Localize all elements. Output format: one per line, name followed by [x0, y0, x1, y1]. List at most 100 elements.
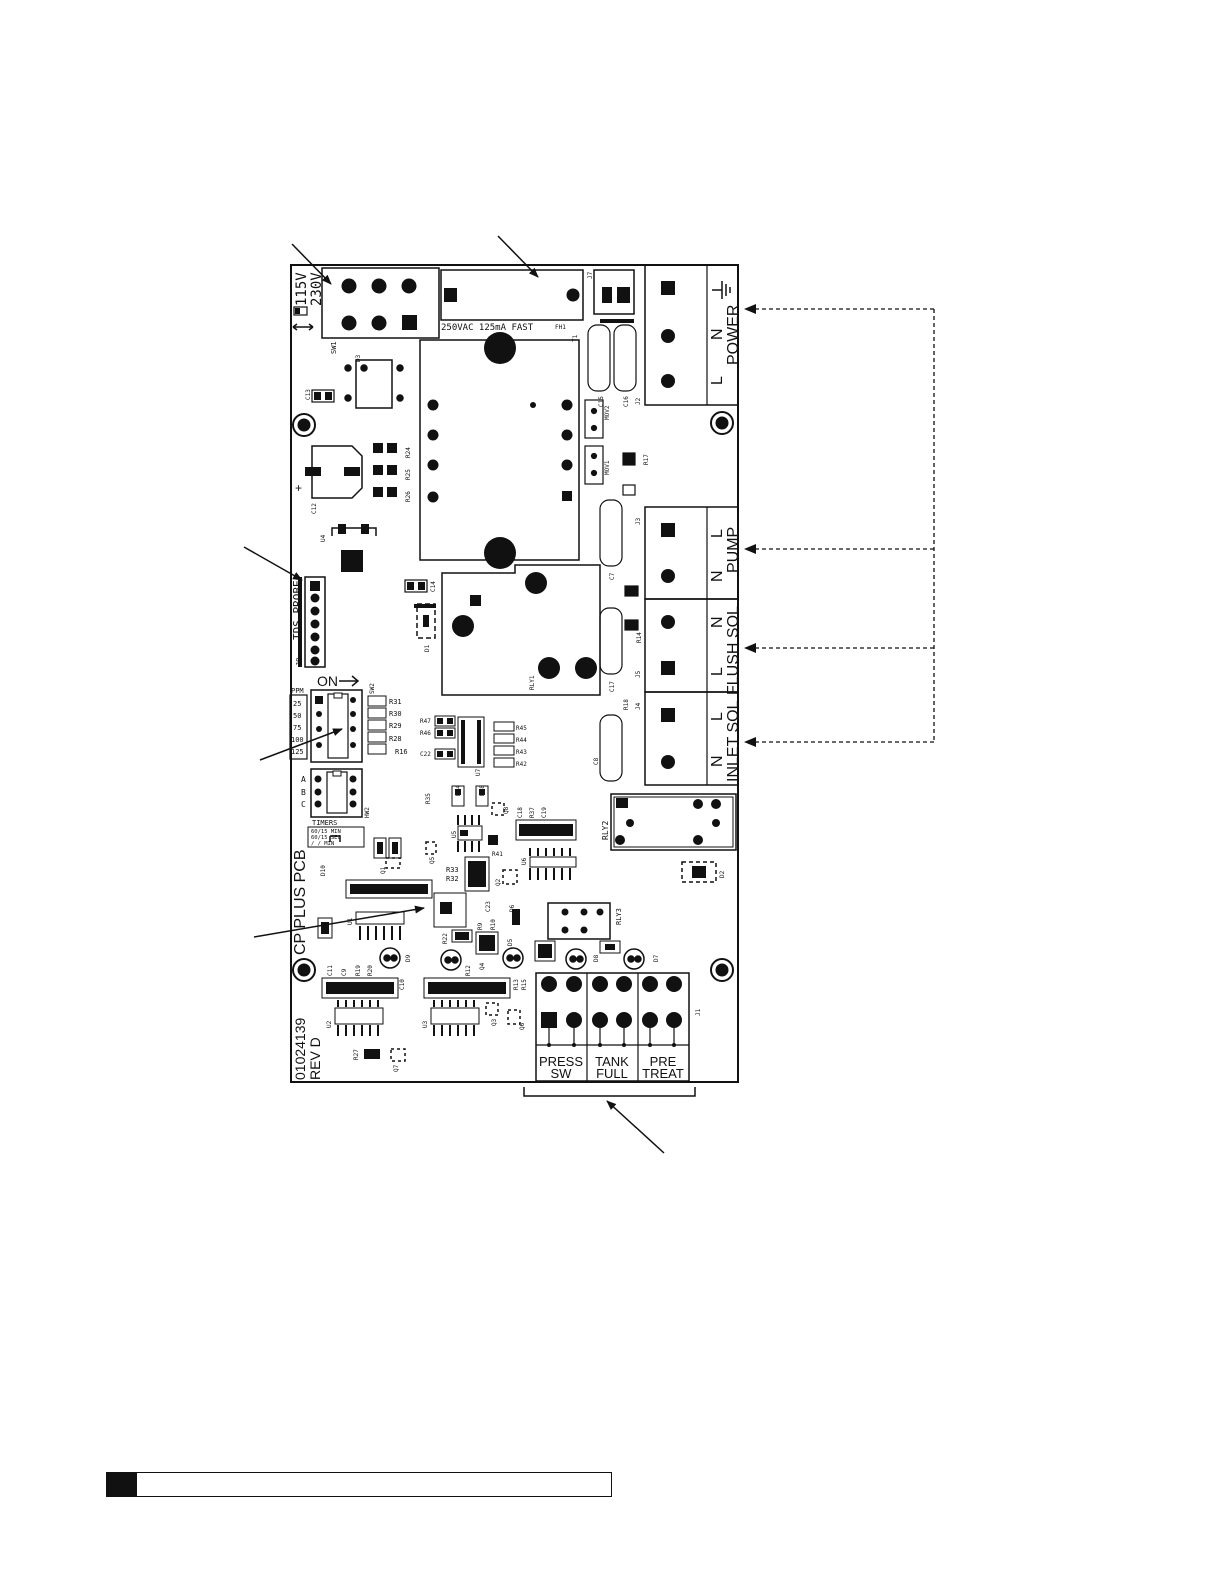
sw1-label: SW1 — [330, 341, 338, 354]
flush-n: N — [709, 616, 726, 628]
pump-title: PUMP — [725, 527, 742, 573]
mov-and-caps — [584, 324, 639, 782]
flush-title: FLUSH SOL — [725, 606, 742, 695]
lower-logic-pins — [321, 789, 615, 1059]
r9-label: R9 — [477, 922, 484, 930]
r47-label: R47 — [420, 718, 431, 725]
mounting-holes — [292, 411, 734, 982]
u7-pins — [437, 718, 481, 764]
r45-label: R45 — [516, 725, 527, 732]
u4-label: U4 — [320, 534, 327, 542]
d8-label: D8 — [593, 954, 600, 962]
regulator-u4 — [331, 524, 377, 572]
inlet-n: N — [709, 755, 726, 767]
cap-c13 — [311, 389, 335, 403]
cap-c12: + — [295, 445, 363, 499]
tds-probe-connector[interactable]: TDS PROBE J9 — [291, 576, 326, 668]
r46-label: R46 — [420, 730, 431, 737]
u5-label: U5 — [451, 830, 458, 838]
c9-label: C9 — [341, 968, 348, 976]
r19-label: R19 — [355, 965, 362, 976]
bridge-rectifier — [344, 359, 404, 409]
r27-label: R27 — [353, 1049, 360, 1060]
c18-label: C18 — [517, 807, 524, 818]
j5-label: J5 — [635, 670, 642, 678]
power-terminal[interactable]: N L POWER — [644, 264, 742, 406]
voltage-label-230: 230V — [309, 272, 325, 306]
j1-press: PRESS — [539, 1054, 583, 1069]
u3-label: U3 — [422, 1020, 429, 1028]
j1-treat: TREAT — [642, 1066, 684, 1081]
d1-label: D1 — [424, 644, 431, 652]
mov2-label: MOV2 — [604, 405, 611, 420]
q6-label: Q6 — [519, 1022, 526, 1030]
j7-connector: J7 — [587, 269, 635, 323]
d6-label: D6 — [509, 904, 516, 912]
u7-label: U7 — [475, 768, 482, 776]
r42-label: R42 — [516, 761, 527, 768]
leds — [329, 835, 645, 971]
voltage-switch[interactable]: 115V 230V SW1 — [292, 267, 440, 354]
q4-label: Q4 — [479, 962, 486, 970]
r14-label: R14 — [636, 632, 643, 643]
timers-title: TIMERS — [312, 819, 337, 827]
flush-sol-terminal[interactable]: N L FLUSH SOL J5 — [635, 598, 742, 695]
pump-n: N — [709, 570, 726, 582]
r43-label: R43 — [516, 749, 527, 756]
c7-label: C7 — [609, 572, 616, 580]
dashed-wiring — [754, 308, 935, 743]
fuse-holder: 250VAC 125mA FAST FH1 — [440, 269, 584, 333]
c16-label: C16 — [623, 396, 630, 407]
lower-logic — [317, 785, 621, 1025]
c12-label: C12 — [311, 503, 318, 514]
ppm-100: 100 — [291, 736, 304, 744]
r16-label: R16 — [395, 748, 408, 756]
j1-full: FULL — [596, 1066, 628, 1081]
d10-label: D10 — [320, 865, 327, 876]
jumper-abc[interactable]: A B C HW2 — [301, 768, 371, 818]
ppm-75: 75 — [293, 724, 301, 732]
q1-label: Q1 — [380, 866, 387, 874]
c22-label: C22 — [420, 751, 431, 758]
board-rev: REV D — [307, 1037, 323, 1080]
relay-1: RLY1 — [441, 564, 601, 696]
r20-label: R20 — [367, 965, 374, 976]
r10-label: R10 — [490, 919, 497, 930]
resistor-array-r28-r31 — [367, 695, 387, 755]
resistors-r24-r26 — [373, 443, 397, 497]
pump-terminal[interactable]: L N PUMP J3 — [635, 506, 742, 600]
q3-label: Q3 — [491, 1018, 498, 1026]
j1-bracket — [523, 1087, 696, 1097]
r34-label: R34 — [455, 785, 462, 796]
r22-label: R22 — [442, 933, 449, 944]
dashed-wiring-arrowheads — [744, 304, 756, 747]
power-l: L — [709, 376, 726, 385]
r25-label: R25 — [405, 469, 412, 480]
inlet-sol-terminal[interactable]: L N INLET SOL J4 — [635, 691, 742, 786]
relay-3: RLY3 — [547, 902, 623, 940]
ic-legs — [337, 815, 571, 1036]
timers-row-1: 60/15 MIN — [311, 829, 341, 835]
j9-label: J9 — [295, 658, 303, 666]
d9-label: D9 — [405, 954, 412, 962]
c13-label: C13 — [305, 389, 312, 400]
j2-label: J2 — [635, 397, 642, 405]
q8-label: Q8 — [503, 806, 510, 814]
diode-d1 — [414, 603, 436, 639]
timers-row-3: / / MIN — [311, 841, 334, 847]
dip-switch[interactable]: ON SW2 — [310, 673, 376, 763]
r41-label: R41 — [492, 851, 503, 858]
j1-connector[interactable]: PRESS SW TANK FULL PRE TREAT J1 — [535, 972, 702, 1082]
r35-label: R35 — [425, 793, 432, 804]
footer-tab — [107, 1473, 137, 1496]
timers-table: TIMERS 60/15 MIN 60/15 SEC / / MIN — [307, 819, 365, 848]
footer-bar — [106, 1472, 612, 1497]
inlet-l: L — [709, 712, 726, 721]
d3-label: D3 — [355, 354, 362, 362]
sw2-label: SW2 — [369, 683, 376, 694]
q7-label: Q7 — [393, 1064, 400, 1072]
ppm-title: PPM — [291, 687, 304, 695]
q2-label: Q2 — [495, 878, 502, 886]
ppm-25: 25 — [293, 700, 301, 708]
